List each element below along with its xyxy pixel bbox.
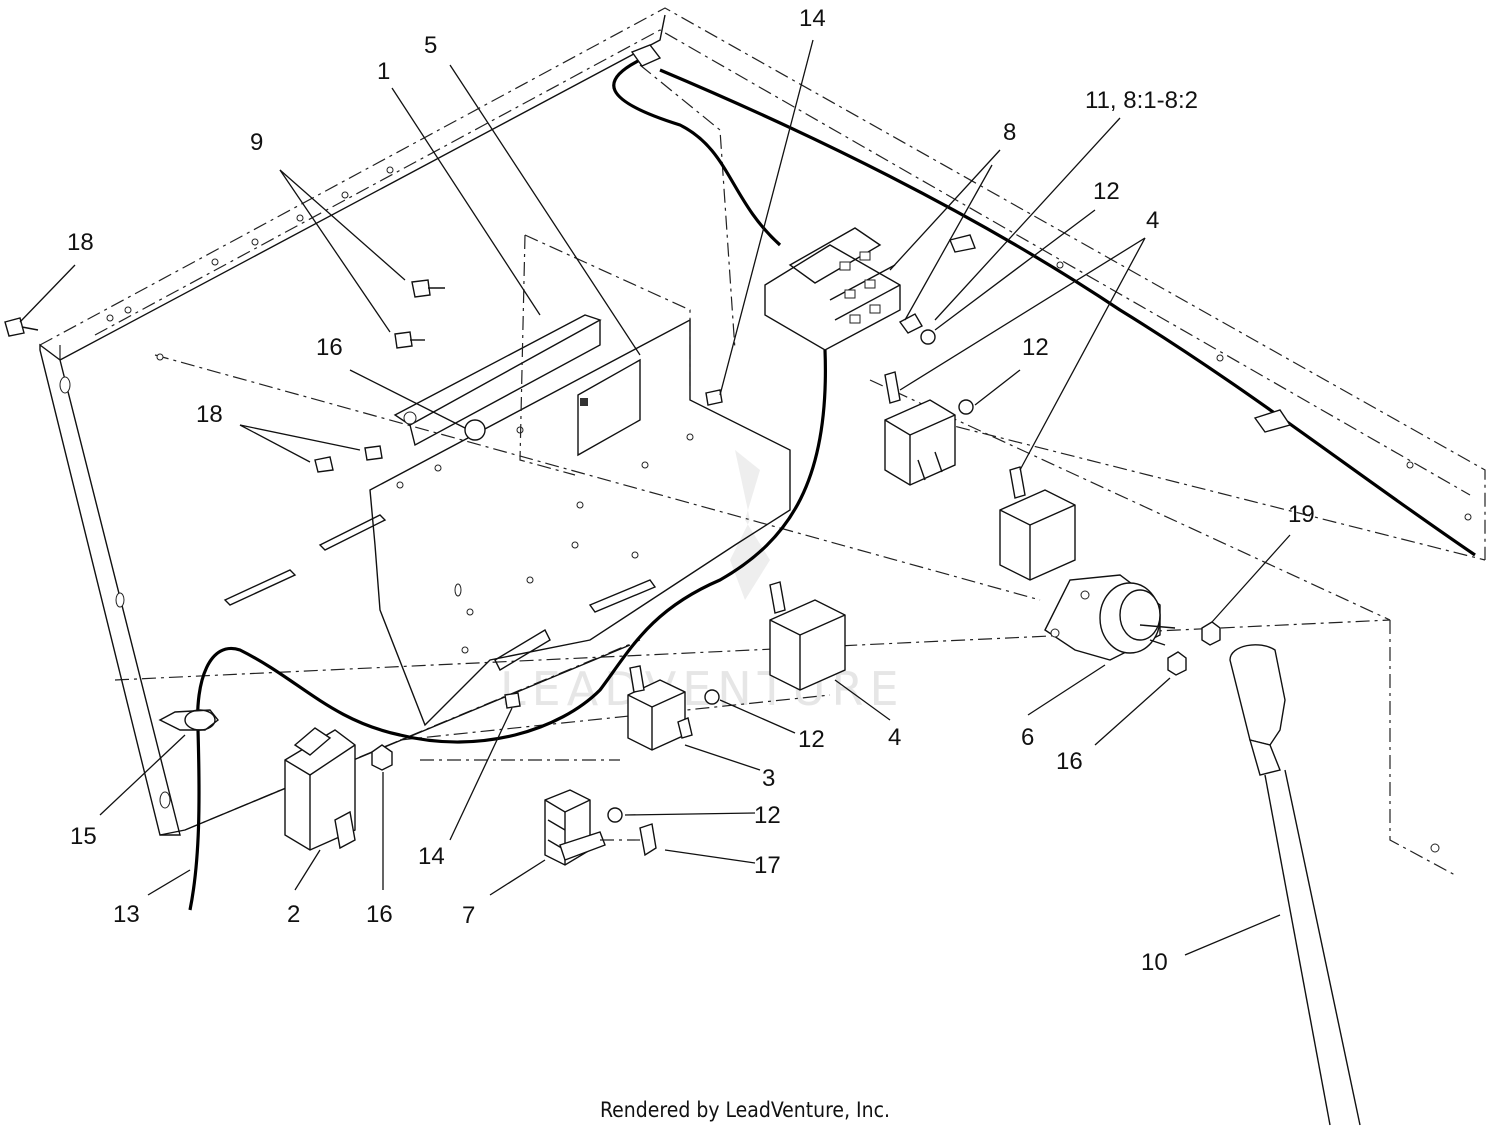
relay-part-4-lower [769,581,846,691]
wire-clip-top-icon [630,44,1292,433]
harness-wire-upper [612,58,782,247]
callout-16-bracket: 16 [316,334,343,361]
solenoid-part-6 [1044,574,1176,661]
fuse-block-part-8 [764,227,923,351]
nut-part-16-controller-icon [371,744,393,771]
callout-10: 10 [1141,949,1168,976]
callout-12-top: 12 [1093,178,1120,205]
callout-18-top: 18 [67,229,94,256]
callout-7: 7 [462,902,475,929]
footer-credit: Rendered by LeadVenture, Inc. [600,1098,890,1122]
battery-cable-part-10 [1229,644,1361,1126]
cable-clip-part-15-icon [158,709,219,731]
bolt-part-14-icon [504,389,723,709]
callout-12-mid: 12 [798,726,825,753]
bracket-part-1 [393,314,602,447]
callout-6: 6 [1021,724,1034,751]
nut-part-19-icon [1201,621,1221,646]
callout-9: 9 [250,129,263,156]
relay-part-4-middle [999,466,1076,581]
callout-2: 2 [287,901,300,928]
nut-part-16-solenoid-icon [1167,651,1187,676]
callout-14-bottom: 14 [418,843,445,870]
clip-part-17-icon [600,823,657,857]
callout-5: 5 [424,32,437,59]
relay-part-3 [627,665,693,751]
callout-13: 13 [113,901,140,928]
terminal-block-part-7 [544,789,606,866]
bolt-part-18-icon [4,317,383,473]
bolt-part-9-icon [394,279,445,349]
callout-15: 15 [70,823,97,850]
callout-19: 19 [1288,501,1315,528]
nut-part-16-icon [464,419,486,441]
leader-lines [19,39,1291,956]
decal-part-5 [519,234,691,476]
callout-labels: 14 5 1 11, 8:1-8:2 8 9 12 4 18 16 12 18 … [67,5,1315,976]
controller-part-2 [284,727,356,851]
harness-wire-rail [659,68,1476,557]
callout-11: 11, 8:1-8:2 [1085,87,1198,114]
callout-16-controller: 16 [366,901,393,928]
callout-4-top: 4 [1146,207,1159,234]
callout-4-bottom: 4 [888,724,901,751]
callout-12-bottom: 12 [754,802,781,829]
callout-3: 3 [762,765,775,792]
callout-12-relay: 12 [1022,334,1049,361]
callout-8: 8 [1003,119,1016,146]
callout-17: 17 [754,852,781,879]
watermark-logo-icon [730,450,770,600]
relay-part-4-upper [884,371,956,486]
side-rail [39,14,1472,853]
callout-1: 1 [377,58,390,85]
callout-14-top: 14 [799,5,826,32]
nut-part-12-icon [607,329,974,823]
mounting-plate [156,318,791,727]
callout-18-left: 18 [196,401,223,428]
callout-16-solenoid: 16 [1056,748,1083,775]
